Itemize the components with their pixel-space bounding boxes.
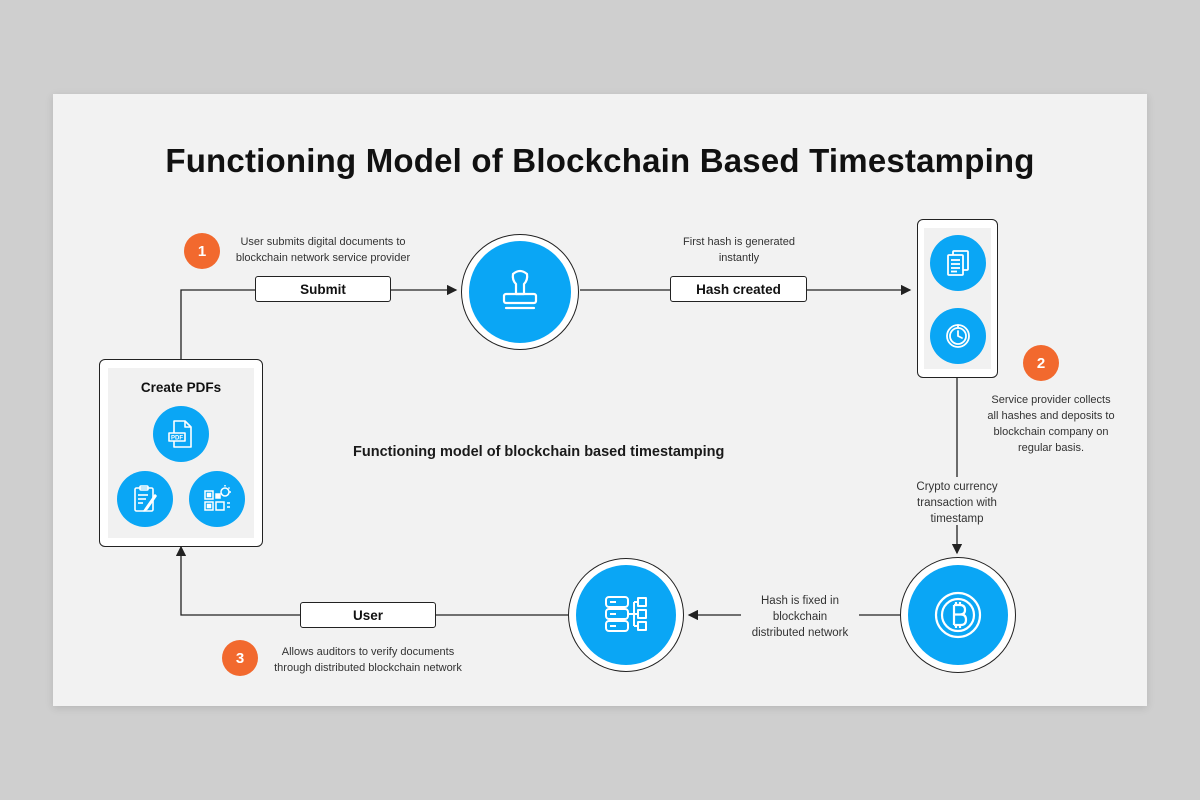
user-box[interactable]: User — [300, 602, 436, 628]
step-2-badge: 2 — [1023, 345, 1059, 381]
step-2-caption: Service provider collects all hashes and… — [971, 392, 1131, 456]
pdf-node: PDF — [153, 406, 209, 462]
page-title: Functioning Model of Blockchain Based Ti… — [165, 142, 1035, 179]
first-hash-line-1: First hash is generated — [683, 236, 795, 248]
line-user-to-create — [175, 545, 300, 616]
slide: Functioning Model of Blockchain Based Ti… — [53, 94, 1147, 706]
documents-icon — [947, 250, 969, 276]
crypto-line-2: transaction with — [917, 497, 997, 509]
connector-lines — [175, 284, 963, 621]
submit-box[interactable]: Submit — [255, 276, 391, 302]
qr-code-icon — [204, 485, 231, 511]
step-2-caption-line-2: all hashes and deposits to — [987, 410, 1115, 422]
step-1-caption-line-1: User submits digital documents to — [240, 236, 406, 248]
step-3-badge: 3 — [222, 640, 258, 676]
hash-fixed-line-2: blockchain — [772, 611, 828, 623]
pdf-label: PDF — [171, 436, 183, 442]
create-pdfs-title: Create PDFs — [140, 380, 222, 395]
first-hash-note: First hash is generated instantly — [641, 234, 837, 266]
stamp-node[interactable] — [461, 234, 579, 350]
stamp-icon — [502, 269, 538, 310]
step-2-caption-line-4: regular basis. — [1017, 442, 1085, 454]
step-3-caption-line-2: through distributed blockchain network — [274, 662, 462, 674]
hash-fixed-note: Hash is fixed in blockchain distributed … — [733, 593, 867, 641]
first-hash-line-2: instantly — [718, 252, 760, 264]
line-create-to-submit — [180, 289, 255, 359]
step-1-badge: 1 — [184, 233, 220, 269]
step-2-caption-line-3: blockchain company on — [993, 426, 1109, 438]
crypto-line-1: Crypto currency — [916, 481, 998, 493]
step-2-caption-line-1: Service provider collects — [991, 394, 1111, 406]
step-1-caption-line-2: blockchain network service provider — [235, 252, 411, 264]
clipboard-node — [117, 471, 173, 527]
database-network-icon — [605, 596, 647, 632]
bitcoin-icon — [934, 591, 982, 639]
crypto-note: Crypto currency transaction with timesta… — [891, 479, 1023, 527]
database-node[interactable] — [568, 558, 684, 672]
qr-code-node — [189, 471, 245, 527]
diagram-subtitle: Functioning model of blockchain based ti… — [353, 444, 725, 460]
clock-icon — [946, 324, 970, 348]
hash-fixed-line-3: distributed network — [751, 627, 849, 639]
create-pdfs-panel[interactable]: Create PDFs PDF — [99, 359, 263, 547]
hash-fixed-line-1: Hash is fixed in — [761, 595, 839, 607]
hash-storage-panel[interactable] — [917, 219, 998, 378]
step-1-caption: User submits digital documents to blockc… — [223, 234, 423, 266]
hash-created-box[interactable]: Hash created — [670, 276, 807, 302]
step-3-caption-line-1: Allows auditors to verify documents — [281, 646, 455, 658]
documents-node — [930, 235, 986, 291]
bitcoin-node[interactable] — [900, 557, 1016, 673]
crypto-line-3: timestamp — [930, 513, 984, 525]
clipboard-icon — [134, 485, 157, 512]
step-3-caption: Allows auditors to verify documents thro… — [261, 644, 475, 676]
clock-node — [930, 308, 986, 364]
pdf-icon: PDF — [168, 420, 192, 448]
